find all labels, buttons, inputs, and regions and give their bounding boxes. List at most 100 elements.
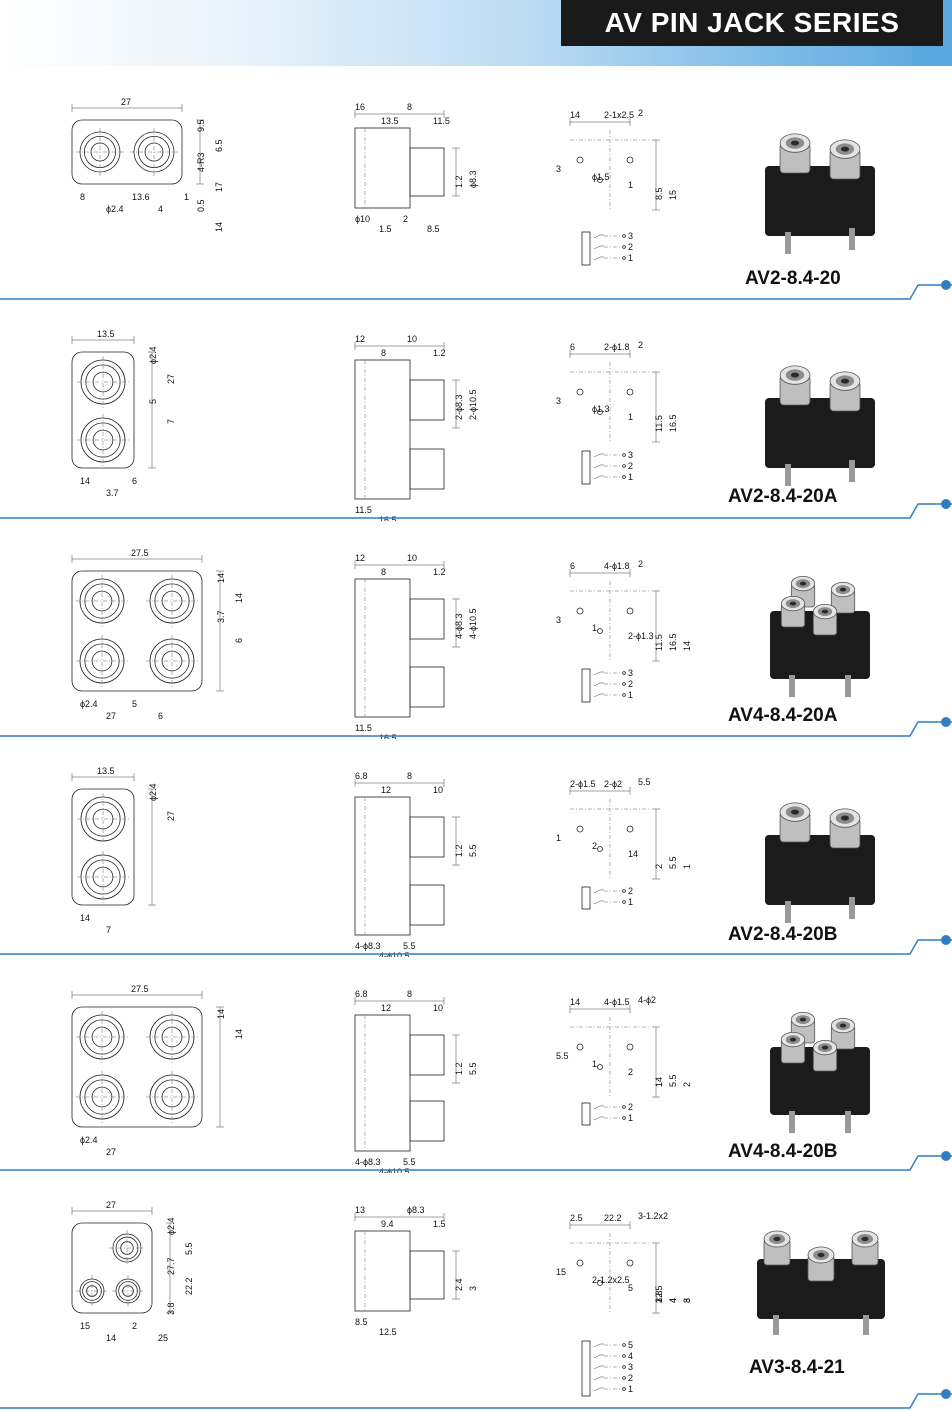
side-dim-label: 13.5 [381, 116, 399, 126]
section-divider [0, 717, 952, 737]
side-dim-label: 6.8 [355, 771, 368, 781]
front-dim-label: 5.5 [184, 1242, 194, 1255]
side-dim-label: 1.2 [433, 567, 446, 577]
pcb-dim-label: 5.5 [556, 1051, 569, 1061]
front-dim-label: 5 [132, 699, 137, 709]
pcb-dim-label: 2 [682, 1082, 692, 1087]
side-dim-label: 10 [433, 785, 443, 795]
pin-number-label: 1 [628, 1384, 633, 1394]
side-dim-label: 9.4 [381, 1219, 394, 1229]
side-dim-label: 8.5 [355, 1317, 368, 1327]
front-dim-label: 27 [106, 711, 116, 721]
front-dim-label: 4-R3 [196, 152, 206, 172]
front-dim-label: 14 [106, 1333, 116, 1343]
pcb-dim-label: 3-1.2x2 [638, 1211, 668, 1221]
side-dim-label: 5.5 [403, 1157, 416, 1167]
side-dim-label: 11.5 [433, 116, 450, 126]
side-dim-label: 8 [381, 348, 386, 358]
pcb-dim-label: 4 [668, 1298, 678, 1303]
front-dim-label: 14 [214, 222, 224, 232]
side-dim-label: 12 [381, 785, 391, 795]
side-dim-label: 1.2 [454, 175, 464, 188]
side-dim-label: 13 [355, 1205, 365, 1215]
front-dim-label: ϕ2.4 [106, 204, 124, 214]
side-dim-label: 8 [407, 102, 412, 112]
pcb-dim-label: 2 [638, 340, 643, 350]
front-dim-label: ϕ2.4 [80, 1135, 98, 1145]
pcb-dim-label: 1 [592, 1059, 597, 1069]
section-divider [0, 1151, 952, 1171]
pin-number-label: 3 [628, 668, 633, 678]
side-dim-label: 10 [407, 553, 417, 563]
pcb-dim-label: 4-ϕ2 [638, 995, 656, 1005]
front-dim-label: 14 [80, 476, 90, 486]
pin-number-label: 1 [628, 253, 633, 263]
model-name: AV2-8.4-20B [728, 924, 838, 945]
side-dim-label: 4-ϕ10.5 [468, 608, 478, 639]
title-accent-tab [912, 46, 943, 66]
front-dim-label: 27 [121, 97, 131, 107]
front-dim-label: 27.7 [166, 1257, 176, 1275]
side-dim-label: 2 [403, 214, 408, 224]
side-dim-label: ϕ8.3 [407, 1205, 425, 1215]
front-dim-label: 27 [166, 374, 176, 384]
pcb-dim-label: 1 [682, 864, 692, 869]
model-name: AV2-8.4-20 [745, 268, 841, 289]
side-dim-label: 4-ϕ8.3 [454, 613, 464, 639]
section-divider [0, 280, 952, 300]
pcb-dim-label: 2 [638, 559, 643, 569]
pcb-dim-label: 14 [654, 1077, 664, 1087]
divider-dot [941, 717, 951, 727]
side-dim-label: 6.8 [355, 989, 368, 999]
side-dim-label: 2.4 [454, 1278, 464, 1291]
front-dim-label: 3.8 [166, 1302, 176, 1315]
front-dim-label: 6 [234, 638, 244, 643]
pcb-dim-label: 2.5 [570, 1213, 583, 1223]
pcb-dim-label: 5.5 [668, 1074, 678, 1087]
model-name: AV2-8.4-20A [728, 486, 838, 507]
pcb-dim-label: 5.5 [638, 777, 651, 787]
pcb-dim-label: 15 [556, 1267, 566, 1277]
pin-number-label: 1 [628, 690, 633, 700]
front-dim-label: ϕ2.4 [148, 783, 158, 801]
side-dim-label: 5.5 [403, 941, 416, 951]
front-dim-label: ϕ2.4 [166, 1217, 176, 1235]
pcb-dim-label: 6 [570, 342, 575, 352]
section-divider [0, 1389, 952, 1409]
pcb-dim-label: 11.5 [654, 634, 664, 651]
pin-number-label: 2 [628, 679, 633, 689]
product-photo [765, 365, 875, 486]
pcb-dim-label: 2-1x2.5 [604, 110, 634, 120]
front-dim-label: 3.7 [216, 610, 226, 623]
side-dim-label: 4-ϕ8.3 [355, 941, 381, 951]
product-photo [765, 802, 875, 923]
pin-number-label: 5 [628, 1340, 633, 1350]
pcb-dim-label: 11.5 [654, 415, 664, 432]
pcb-dim-label: 2 [654, 864, 664, 869]
pin-number-label: 2 [628, 1373, 633, 1383]
side-dim-label: 5.5 [468, 844, 478, 857]
front-dim-label: 27.5 [131, 984, 149, 994]
pcb-dim-label: 15 [668, 190, 678, 200]
pcb-dim-label: 2 [638, 108, 643, 118]
